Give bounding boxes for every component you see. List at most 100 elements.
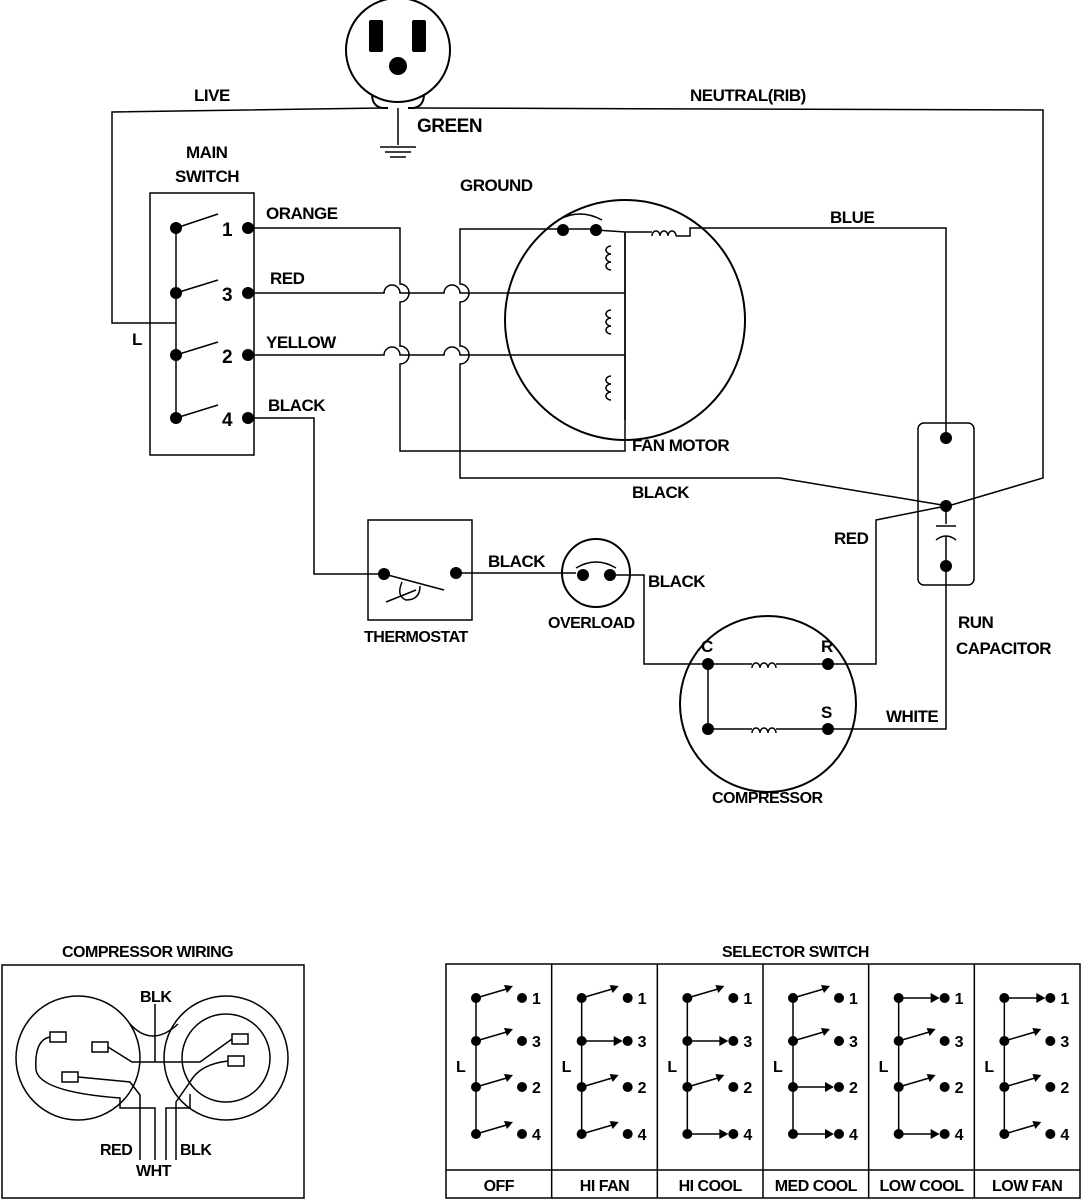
- selector-contact-open: [687, 1076, 722, 1088]
- selector-contact-open: [1004, 1030, 1039, 1042]
- selector-contact-open: [581, 1076, 616, 1088]
- selector-arrow: [715, 985, 725, 993]
- selector-arrow: [609, 985, 619, 993]
- selector-position-low-fan: LOW FAN: [992, 1178, 1062, 1195]
- live-wire: [111, 107, 383, 324]
- overload-internals: [575, 561, 617, 581]
- selector-position-hi-fan: HI FAN: [580, 1178, 629, 1195]
- main-switch-box: [149, 192, 255, 456]
- terminal-2: 2: [222, 347, 232, 368]
- selector-terminal-dot: [834, 993, 844, 1003]
- selector-terminal-number: 1: [955, 991, 964, 1008]
- fan-motor-internals: [557, 213, 947, 438]
- terminal-c: C: [701, 637, 713, 656]
- selector-terminal-number: 4: [1060, 1127, 1069, 1144]
- selector-contact-open: [475, 1076, 511, 1088]
- selector-terminal-number: 1: [849, 991, 858, 1008]
- compressor-wiring-drawing: [15, 995, 289, 1160]
- selector-l-label: L: [667, 1059, 677, 1076]
- selector-terminal-dot: [728, 1129, 739, 1139]
- l-label: L: [132, 330, 142, 349]
- black-fan-label: BLACK: [632, 483, 690, 502]
- thermostat-label: THERMOSTAT: [364, 629, 468, 646]
- terminal-3: 3: [222, 285, 232, 306]
- red-cap-wire: [828, 505, 947, 665]
- selector-terminal-dot: [939, 1129, 950, 1139]
- selector-position-low-cool: LOW COOL: [880, 1178, 965, 1195]
- black-compressor-wire: [610, 574, 708, 665]
- selector-terminal-number: 3: [532, 1034, 541, 1051]
- compressor-wiring-box: [1, 964, 305, 1199]
- selector-terminal-dot: [517, 1129, 527, 1139]
- red-cap-label: RED: [834, 529, 869, 548]
- main-switch-label-2: SWITCH: [175, 167, 239, 186]
- selector-terminal-dot: [517, 993, 527, 1003]
- blue-label: BLUE: [830, 208, 874, 227]
- blue-wire: [676, 227, 947, 438]
- selector-terminal-number: 1: [638, 991, 647, 1008]
- yellow-wire: [248, 346, 625, 356]
- selector-terminal-number: 2: [743, 1080, 752, 1097]
- selector-terminal-dot: [622, 1036, 633, 1046]
- selector-terminal-dot: [834, 1129, 844, 1139]
- selector-terminal-number: 2: [532, 1080, 541, 1097]
- selector-terminal-dot: [939, 993, 950, 1003]
- selector-terminal-number: 3: [955, 1034, 964, 1051]
- selector-contact-open: [687, 987, 722, 999]
- live-label: LIVE: [194, 86, 230, 105]
- black-ol-label: BLACK: [648, 572, 706, 591]
- selector-terminal-number: 3: [638, 1034, 647, 1051]
- selector-arrow: [1032, 1074, 1042, 1082]
- selector-terminal-number: 2: [849, 1080, 858, 1097]
- selector-terminal-number: 4: [849, 1127, 858, 1144]
- selector-arrow: [719, 1129, 729, 1139]
- terminal-s: S: [821, 703, 832, 722]
- selector-terminal-number: 1: [743, 991, 752, 1008]
- selector-contact-open: [475, 987, 511, 999]
- selector-terminal-number: 4: [743, 1127, 752, 1144]
- black-motor-wire: [459, 228, 949, 507]
- black-thermostat-wire: [248, 417, 384, 575]
- selector-position-hi-cool: HI COOL: [679, 1178, 743, 1195]
- selector-terminal-dot: [728, 993, 739, 1003]
- orange-wire: [248, 227, 626, 452]
- selector-arrow: [609, 1121, 619, 1129]
- neutral-label: NEUTRAL(RIB): [690, 86, 806, 105]
- selector-position-med-cool: MED COOL: [775, 1178, 858, 1195]
- white-wire: [828, 566, 947, 730]
- compressor-internals: [702, 658, 834, 735]
- selector-arrow: [504, 1121, 513, 1129]
- overload-label: OVERLOAD: [548, 615, 635, 632]
- ground-label: GROUND: [460, 176, 533, 195]
- red-label-inset: RED: [100, 1142, 132, 1159]
- selector-arrow: [930, 1129, 940, 1139]
- selector-arrow: [930, 993, 940, 1003]
- selector-arrow: [715, 1074, 725, 1082]
- selector-terminal-dot: [622, 1129, 633, 1139]
- main-switch-contacts: [170, 213, 254, 424]
- wht-label: WHT: [136, 1163, 172, 1180]
- selector-arrow: [504, 985, 513, 993]
- selector-arrow: [613, 1036, 623, 1046]
- overload-circle: [561, 538, 631, 608]
- neutral-wire: [413, 107, 1044, 507]
- selector-terminal-number: 4: [955, 1127, 964, 1144]
- selector-terminal-dot: [622, 993, 633, 1003]
- selector-l-label: L: [879, 1059, 889, 1076]
- power-outlet: [345, 0, 451, 109]
- selector-terminal-dot: [728, 1036, 739, 1046]
- selector-contact-open: [1004, 1076, 1039, 1088]
- selector-terminal-number: 2: [638, 1080, 647, 1097]
- selector-contact-open: [581, 987, 616, 999]
- selector-arrow: [609, 1074, 619, 1082]
- selector-contact-open: [792, 1030, 828, 1042]
- terminal-r: R: [821, 637, 833, 656]
- selector-arrow: [719, 1036, 729, 1046]
- selector-switch-title: SELECTOR SWITCH: [722, 944, 869, 961]
- selector-terminal-dot: [728, 1082, 739, 1092]
- terminal-4: 4: [222, 410, 233, 431]
- selector-terminal-dot: [939, 1082, 950, 1092]
- thermostat-internals: [378, 567, 462, 603]
- selector-l-label: L: [984, 1059, 994, 1076]
